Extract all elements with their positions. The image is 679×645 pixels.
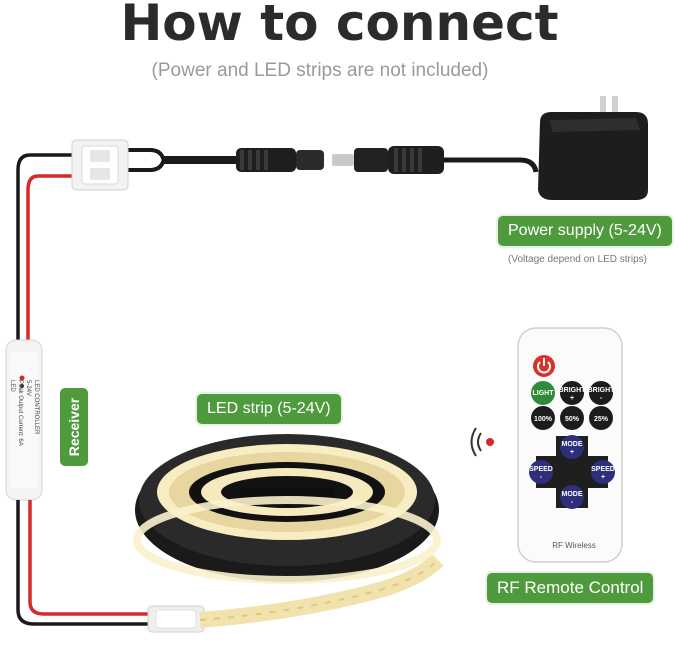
mode-down-sign: - (571, 499, 574, 506)
power-supply-label: Power supply (5-24V) (498, 216, 672, 246)
speed-left-button[interactable]: SPEED (529, 466, 553, 473)
speed-right-button[interactable]: SPEED (591, 466, 615, 473)
receiver-print: LED CONTROLLER 5-24V Peak Output Current… (8, 380, 40, 480)
receiver-print-line: LED (9, 380, 15, 392)
power-wire-red (128, 160, 236, 172)
quick-connector-top (71, 139, 129, 191)
page-subtitle: (Power and LED strips are not included) (151, 60, 489, 81)
receiver-label-text: Receiver (66, 397, 82, 457)
dc-male-plug (332, 146, 444, 174)
bright-up-button[interactable]: BRIGHT (559, 387, 587, 394)
brightness-25-button[interactable]: 25% (594, 416, 609, 423)
power-adapter (538, 96, 648, 200)
mode-down-button[interactable]: MODE (562, 491, 583, 498)
receiver-module (5, 339, 43, 501)
adapter-cable (444, 157, 539, 173)
red-wire-lower (28, 500, 150, 616)
power-wire-black (128, 148, 236, 160)
receiver-print-line: 5-24V (25, 380, 31, 397)
receiver-print-line: Peak Output Current: 6A (17, 380, 23, 446)
black-wire-upper (16, 153, 78, 345)
mode-up-button[interactable]: MODE (562, 441, 583, 448)
led-strip-label: LED strip (5-24V) (197, 394, 341, 424)
remote-brand-text: RF Wireless (552, 541, 596, 550)
power-supply-note: (Voltage depend on LED strips) (508, 254, 647, 265)
rf-signal-icon (470, 427, 494, 457)
speed-right-sign: + (601, 474, 605, 481)
led-reel (133, 434, 441, 584)
brightness-50-button[interactable]: 50% (565, 416, 580, 423)
page-title: How to connect (120, 0, 559, 52)
brightness-100-button[interactable]: 100% (534, 416, 553, 423)
bright-up-sign: + (570, 395, 574, 402)
bright-down-sign: - (600, 395, 603, 402)
receiver-label: Receiver (60, 388, 88, 466)
red-wire-upper (26, 174, 78, 345)
strip-connector (147, 605, 205, 633)
mode-up-sign: + (570, 449, 574, 456)
bright-down-button[interactable]: BRIGHT (588, 387, 616, 394)
dc-female-jack (236, 148, 324, 172)
receiver-print-line: LED CONTROLLER (33, 380, 39, 435)
rf-remote-label: RF Remote Control (487, 573, 654, 603)
light-button[interactable]: LIGHT (533, 390, 555, 397)
speed-left-sign: - (540, 474, 543, 481)
remote-control: LIGHT BRIGHT + BRIGHT - 100% 50% 25% MOD… (517, 327, 623, 563)
black-wire-lower (16, 500, 150, 626)
